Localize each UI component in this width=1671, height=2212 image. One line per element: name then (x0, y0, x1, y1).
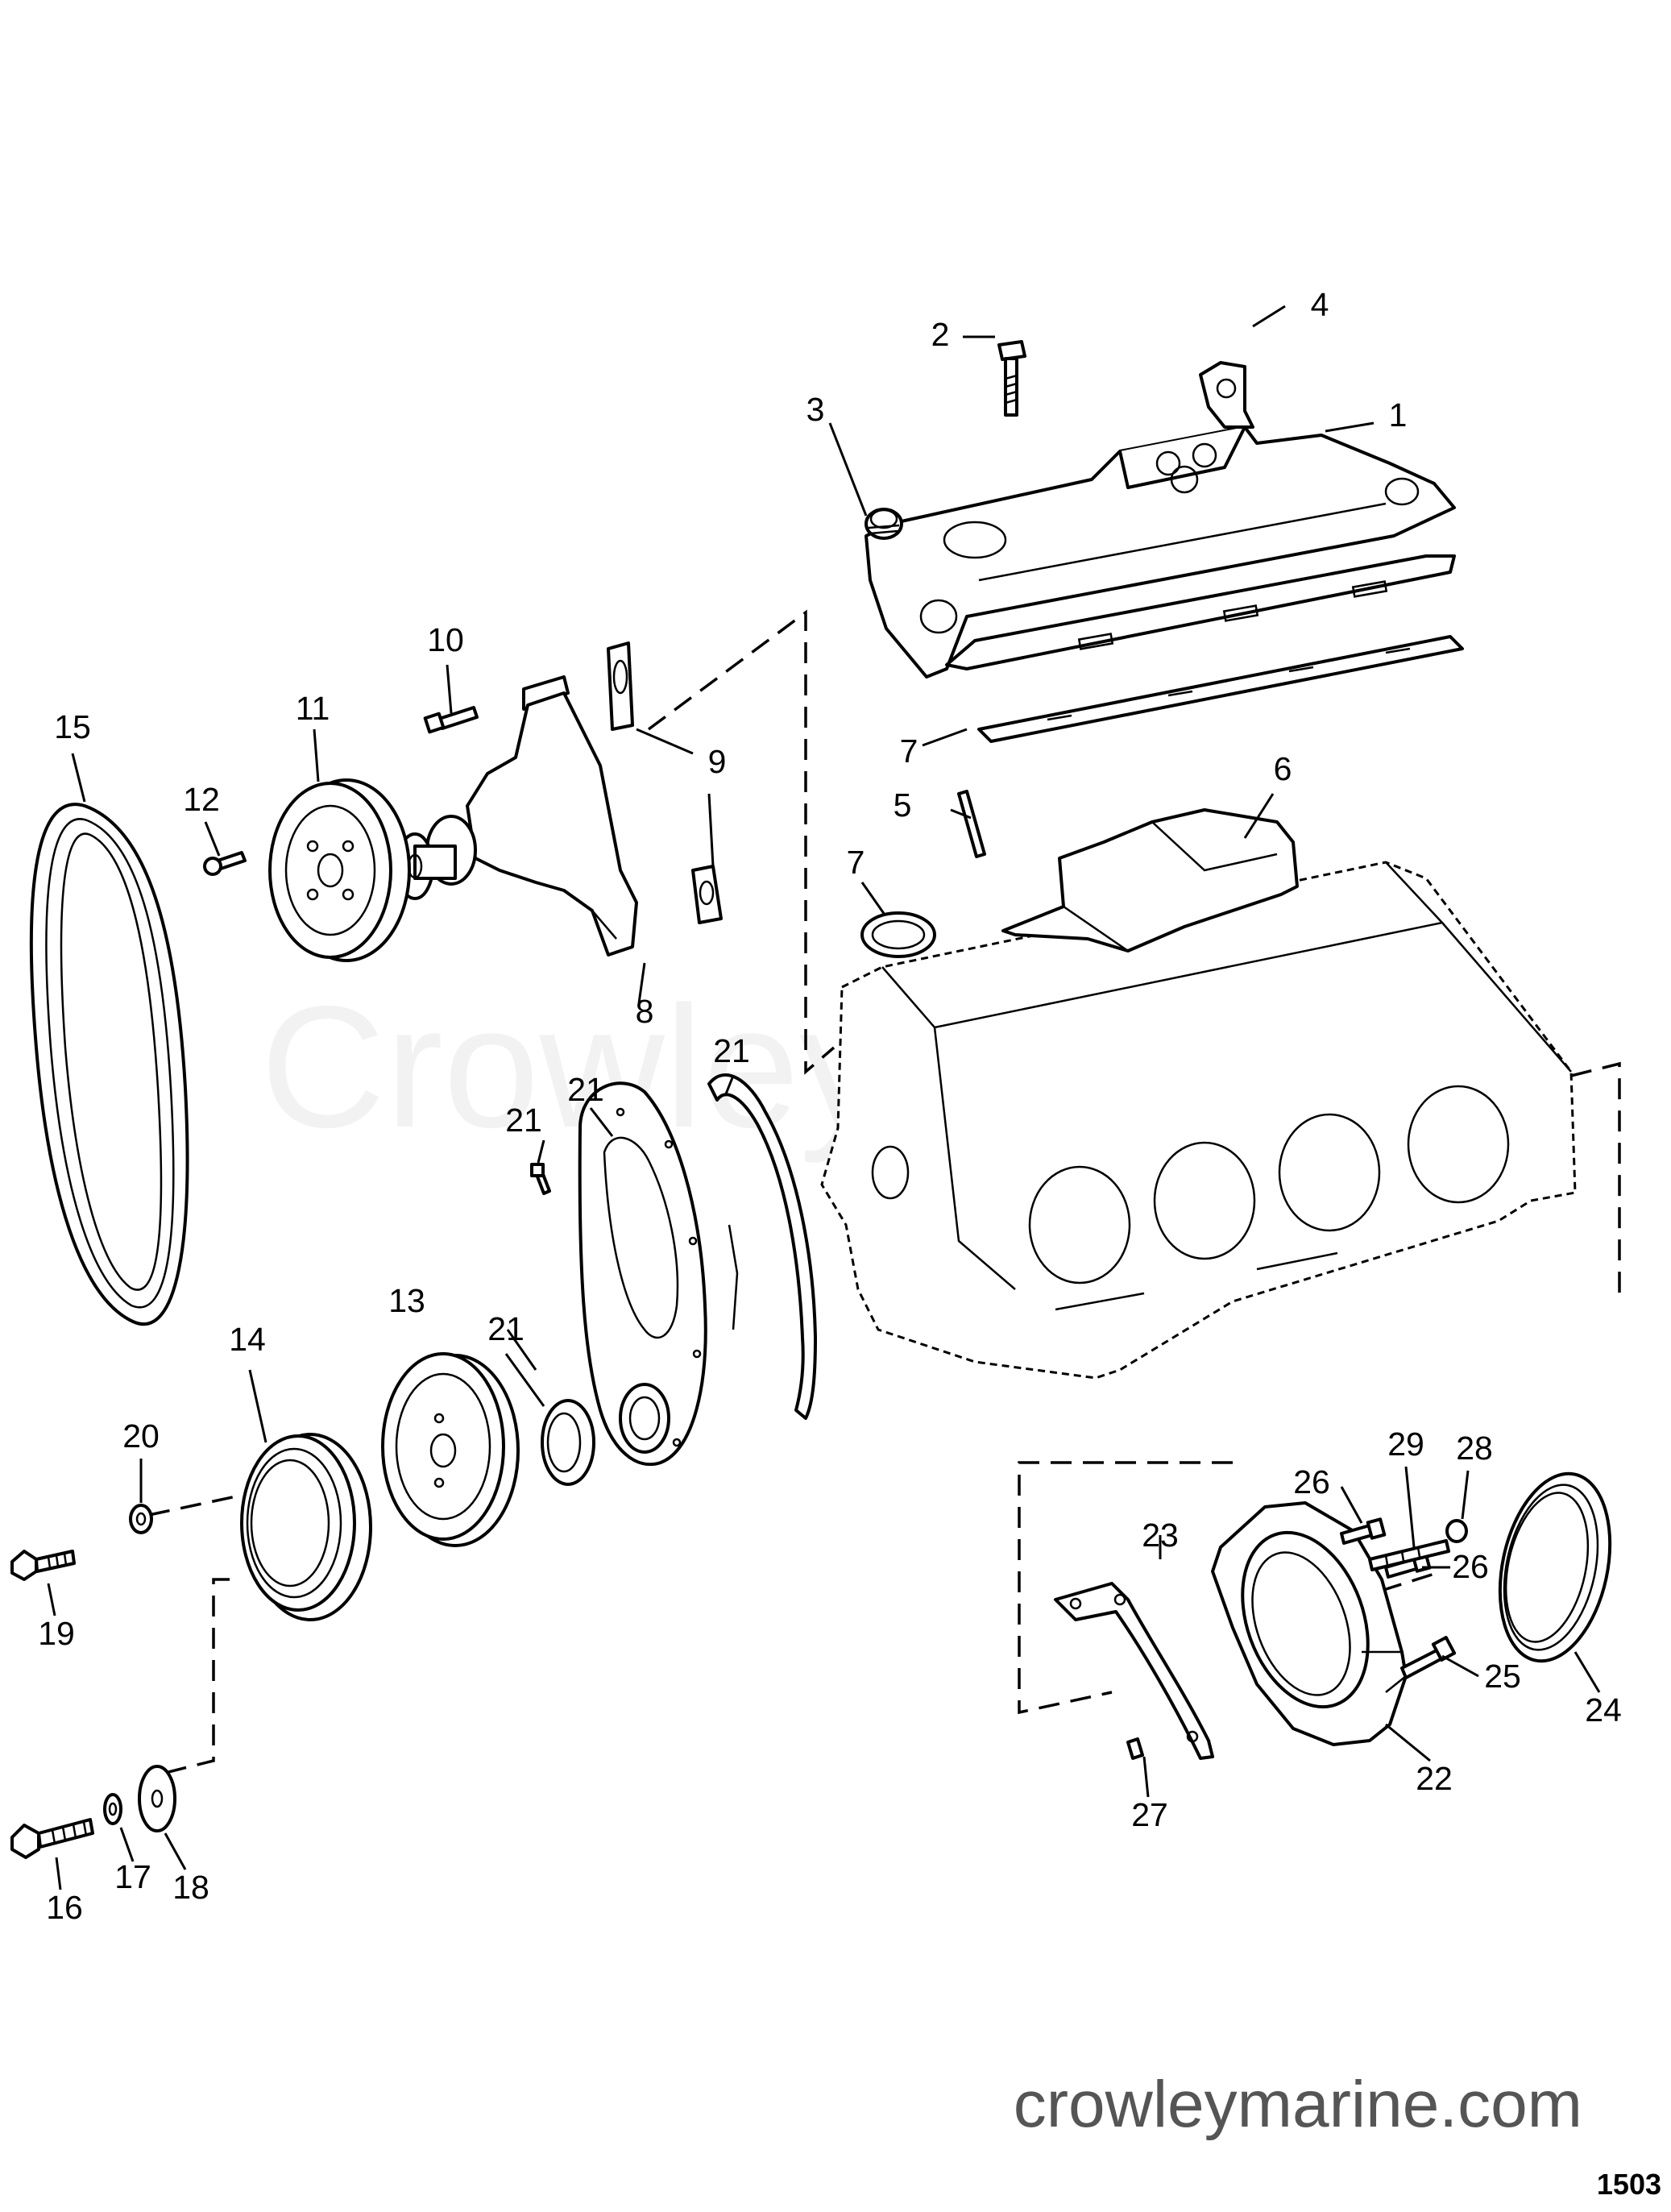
rear-seal-gasket (1054, 1582, 1214, 1760)
callout-21-cover: 21 (567, 1071, 604, 1108)
housing-stud-29 (1368, 1539, 1450, 1571)
callout-21-seal: 21 (487, 1310, 525, 1347)
timing-cover (578, 1081, 707, 1467)
site-url: crowleymarine.com (1013, 2068, 1582, 2141)
callout-14: 14 (229, 1321, 266, 1358)
callout-18: 18 (172, 1869, 209, 1906)
callout-27: 27 (1131, 1796, 1168, 1833)
callout-21-bolt: 21 (505, 1102, 542, 1139)
lifting-bracket (1199, 361, 1254, 429)
manifold-gasket (977, 635, 1464, 743)
rear-seal-housing (1211, 1501, 1408, 1746)
callout-2: 2 (931, 316, 950, 353)
harmonic-balancer (381, 1352, 520, 1547)
drive-belt (29, 803, 189, 1326)
manifold-bolt (997, 340, 1026, 417)
crankshaft-seal (541, 1399, 595, 1486)
callout-13: 13 (388, 1282, 425, 1319)
threaded-insert (865, 508, 903, 540)
callout-9: 9 (708, 743, 727, 780)
callout-20: 20 (122, 1417, 160, 1455)
water-pump (396, 675, 638, 957)
alignment-pin-27 (1126, 1737, 1144, 1760)
callout-1: 1 (1389, 396, 1408, 434)
callout-24: 24 (1585, 1691, 1622, 1729)
lock-washer (103, 1793, 122, 1825)
callout-4: 4 (1311, 286, 1329, 323)
water-pump-bolt (423, 706, 479, 734)
crankshaft-pulley (240, 1433, 372, 1621)
rear-main-seal (1498, 1471, 1612, 1663)
water-pump-gaskets (607, 641, 723, 924)
water-pump-pulley (268, 778, 411, 962)
crank-washer (129, 1504, 153, 1534)
callout-26-lower: 26 (1452, 1548, 1489, 1585)
intake-manifold (865, 425, 1456, 679)
o-ring-gasket (860, 911, 936, 958)
engine-block (820, 861, 1577, 1380)
callout-21-gasket: 21 (713, 1032, 750, 1069)
callout-16: 16 (46, 1889, 83, 1926)
valley-baffle (1001, 808, 1299, 952)
leader-lines (47, 305, 1601, 1890)
housing-screw-26-upper (1340, 1517, 1387, 1545)
callout-11: 11 (296, 690, 330, 727)
callout-7-manifold-gasket: 7 (900, 732, 918, 770)
callout-23: 23 (1142, 1517, 1179, 1554)
dowel-pin (957, 790, 986, 858)
callout-17: 17 (114, 1858, 151, 1895)
stud-nut-28 (1445, 1519, 1468, 1543)
callout-8: 8 (636, 993, 654, 1030)
callout-labels: 1 2 3 4 5 6 7 7 8 9 10 11 12 13 14 15 16… (38, 286, 1622, 1926)
callout-10: 10 (427, 621, 464, 658)
timing-cover-gasket (707, 1073, 817, 1420)
housing-screw-25 (1400, 1636, 1457, 1679)
callout-6: 6 (1274, 750, 1292, 787)
callout-3: 3 (806, 391, 825, 428)
callout-28: 28 (1456, 1430, 1493, 1467)
callout-7-o-ring: 7 (847, 844, 865, 881)
callout-5: 5 (894, 786, 912, 824)
balancer-bolt (10, 1818, 94, 1859)
callout-22: 22 (1416, 1760, 1453, 1797)
balancer-washer (138, 1765, 176, 1832)
callout-19: 19 (38, 1615, 75, 1652)
timing-cover-bolt (530, 1163, 551, 1195)
callout-25: 25 (1484, 1658, 1521, 1695)
callout-15: 15 (54, 708, 91, 745)
callout-29: 29 (1387, 1426, 1424, 1463)
callout-12: 12 (183, 781, 220, 818)
callout-26-upper: 26 (1293, 1463, 1330, 1500)
pulley-bolt-19 (10, 1550, 76, 1581)
pulley-bolt (203, 851, 247, 876)
page-number: 1503 (1596, 2168, 1661, 2201)
